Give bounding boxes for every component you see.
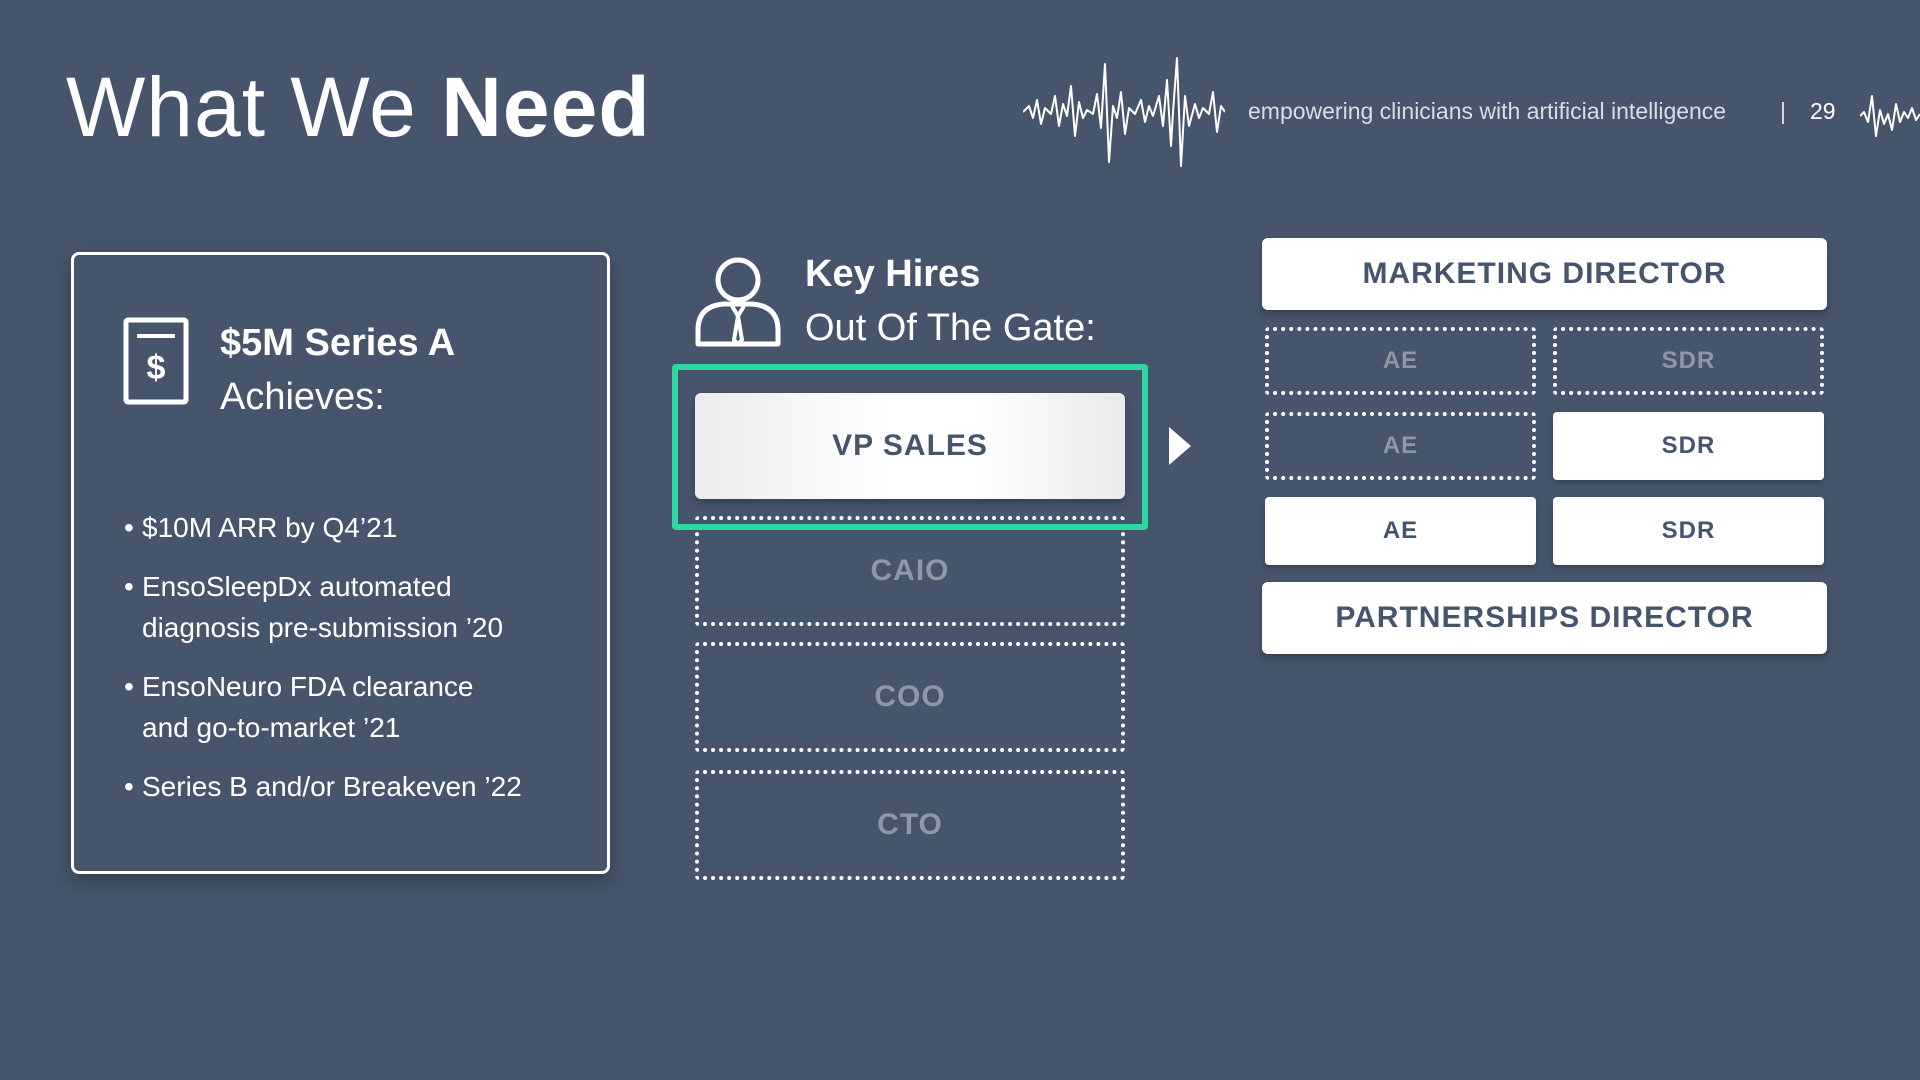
key-hires-subheading: Out Of The Gate:: [805, 307, 1096, 349]
role-slot-coo: COO: [695, 642, 1125, 752]
page-number: 29: [1810, 98, 1836, 124]
svg-text:$: $: [147, 349, 166, 387]
heartbeat-wave-edge-icon: [1860, 95, 1920, 137]
bullet-icon: •: [124, 571, 134, 602]
slide-title: What We Need: [66, 52, 651, 162]
role-box-sdr: SDR: [1553, 412, 1824, 480]
role-box-ae: AE: [1265, 497, 1536, 565]
goal-item: • EnsoNeuro FDA clearance and go-to-mark…: [124, 666, 522, 748]
role-box-vp-sales: VP SALES: [695, 393, 1125, 499]
role-slot-cto: CTO: [695, 770, 1125, 880]
goal-text: $10M ARR by Q4’21: [142, 512, 398, 543]
goal-text: Series B and/or Breakeven ’22: [142, 771, 522, 802]
arrow-right-icon: [1169, 427, 1191, 465]
series-a-subheading: Achieves:: [220, 376, 385, 418]
person-icon: [695, 257, 781, 347]
goal-item: • $10M ARR by Q4’21: [124, 507, 522, 548]
role-slot-ae: AE: [1265, 412, 1536, 480]
bullet-icon: •: [124, 512, 134, 543]
role-box-sdr: SDR: [1553, 497, 1824, 565]
highlight-frame: [672, 364, 1148, 530]
goal-list: • $10M ARR by Q4’21 • EnsoSleepDx automa…: [124, 507, 522, 825]
dollar-document-icon: $: [123, 317, 189, 405]
goal-text: EnsoNeuro FDA clearance and go-to-market…: [142, 671, 474, 743]
bullet-icon: •: [124, 771, 134, 802]
series-a-heading: $5M Series A: [220, 322, 456, 364]
role-slot-ae: AE: [1265, 327, 1536, 395]
goal-text: EnsoSleepDx automated diagnosis pre-subm…: [142, 571, 504, 643]
page-separator: |: [1780, 98, 1786, 124]
goal-item: • EnsoSleepDx automated diagnosis pre-su…: [124, 566, 522, 648]
series-a-card: $ $5M Series A Achieves: • $10M ARR by Q…: [71, 252, 610, 874]
role-box-marketing-director: MARKETING DIRECTOR: [1262, 238, 1827, 310]
slide-title-light: What We: [66, 60, 442, 154]
heartbeat-wave-icon: [1023, 57, 1225, 167]
role-slot-sdr: SDR: [1553, 327, 1824, 395]
key-hires-heading: Key Hires: [805, 253, 981, 295]
role-slot-caio: CAIO: [695, 516, 1125, 626]
tagline: empowering clinicians with artificial in…: [1248, 98, 1727, 124]
slide-title-bold: Need: [441, 60, 651, 154]
goal-item: • Series B and/or Breakeven ’22: [124, 766, 522, 807]
bullet-icon: •: [124, 671, 134, 702]
role-box-partnerships-director: PARTNERSHIPS DIRECTOR: [1262, 582, 1827, 654]
